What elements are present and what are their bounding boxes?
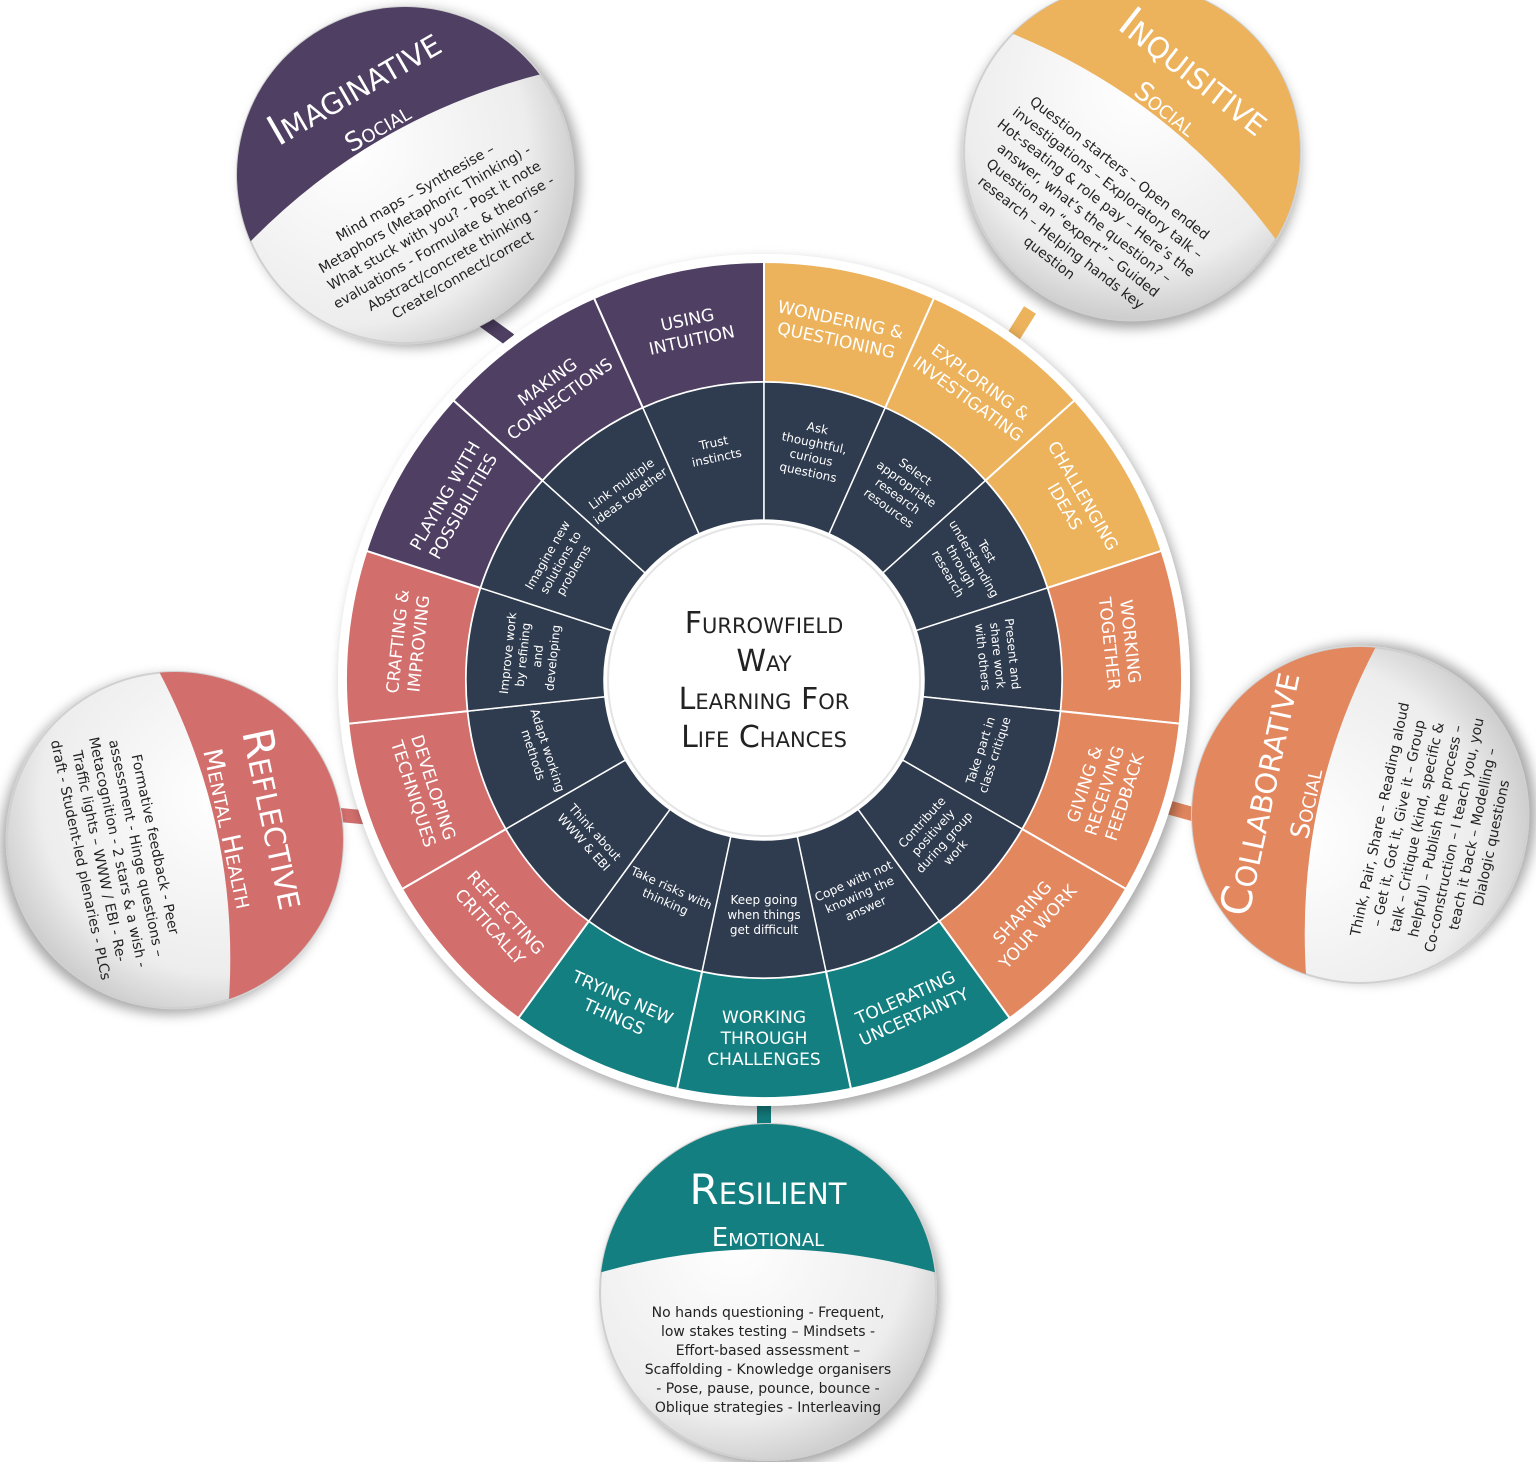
resilient-body-line: - Pose, pause, pounce, bounce - xyxy=(656,1381,879,1397)
inquisitive-bubble-cap xyxy=(1006,0,1368,245)
segment-working-together-desc-line: share work xyxy=(987,622,1008,689)
segment-crafting-improving-desc: Improve workby refininganddeveloping xyxy=(497,611,564,699)
center-title-line: Furrowfield xyxy=(685,606,844,641)
segment-sharing-your-work: SHARINGYOUR WORKContributepositivelyduri… xyxy=(856,758,1128,1020)
segment-working-through-challenges-label-line: WORKING xyxy=(722,1008,806,1028)
segment-working-through-challenges-label-line: THROUGH xyxy=(720,1029,808,1049)
segment-working-through-challenges-desc-line: Keep going xyxy=(731,893,798,907)
segment-wondering-questioning-desc-line: Ask xyxy=(806,419,830,437)
segment-working-through-challenges-desc-line: when things xyxy=(727,908,800,922)
resilient-body-line: No hands questioning - Frequent, xyxy=(652,1305,885,1321)
segment-wondering-questioning: WONDERING &QUESTIONINGAskthoughtful,curi… xyxy=(763,260,936,535)
segment-working-through-challenges-label-line: CHALLENGES xyxy=(707,1050,820,1070)
resilient-body-line: Oblique strategies - Interleaving xyxy=(655,1400,881,1416)
resilient-subtitle: Emotional xyxy=(712,1223,824,1253)
segment-crafting-improving-desc-line: and xyxy=(530,644,546,668)
center-title-line: Learning For xyxy=(679,682,850,717)
resilient-title: Resilient xyxy=(690,1165,847,1214)
resilient-body-line: low stakes testing – Mindsets - xyxy=(661,1324,875,1340)
segment-exploring-investigating: EXPLORING &INVESTIGATINGSelectappropriat… xyxy=(828,296,1077,574)
segment-crafting-improving-desc-line: developing xyxy=(542,624,563,691)
center-disc xyxy=(607,523,921,837)
resilient-body-line: Scaffolding - Knowledge organisers xyxy=(645,1362,891,1378)
segment-using-intuition-desc-line: Trust xyxy=(697,433,730,453)
imaginative-bubble-cap xyxy=(175,0,546,246)
segment-crafting-improving-desc-line: by refining xyxy=(513,622,534,687)
center-title-line: Way xyxy=(736,644,791,679)
resilient-body: No hands questioning - Frequent, low stak… xyxy=(645,1305,891,1416)
resilient-body-line: Effort-based assessment – xyxy=(676,1343,861,1359)
segment-working-together-desc: Present andshare workwith others xyxy=(972,618,1023,694)
center-title-line: Life Chances xyxy=(681,720,847,755)
resilient-bubble-cap xyxy=(600,1124,936,1274)
segment-challenging-ideas: CHALLENGINGIDEASTestunderstandingthrough… xyxy=(881,398,1163,632)
segment-making-connections-inner xyxy=(541,406,700,574)
segment-working-through-challenges-desc-line: get difficult xyxy=(730,923,799,937)
